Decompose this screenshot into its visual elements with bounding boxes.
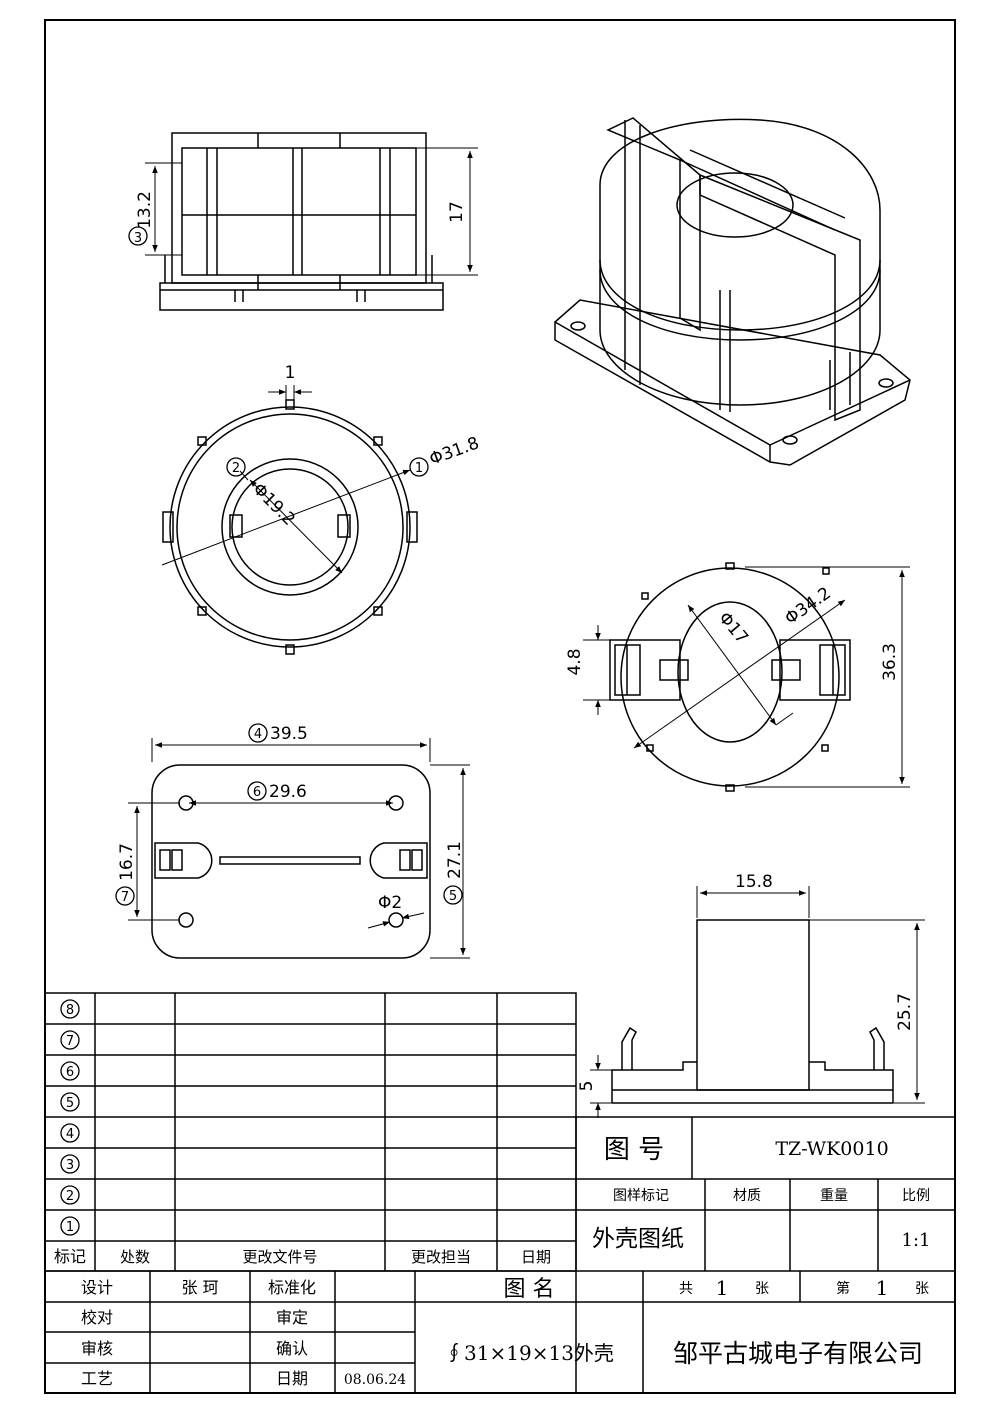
sample-mark-label: 图样标记: [613, 1188, 669, 1204]
marker-circle-5: [443, 885, 463, 905]
weight-label: 重量: [820, 1188, 848, 1204]
right-circle-dims: [583, 566, 910, 788]
date-value: 08.06.24: [344, 1372, 406, 1388]
total-label: 共: [679, 1281, 693, 1297]
dim-5: 5: [577, 1081, 597, 1092]
drawing-type: 外壳图纸: [592, 1226, 684, 1252]
designer: 张 珂: [181, 1278, 218, 1297]
title-block: [45, 1116, 955, 1393]
marker-6: 6: [253, 785, 261, 800]
marker-circle-7: [115, 886, 135, 906]
rev-marker-3: 3: [66, 1158, 74, 1173]
check-label: 校对: [81, 1308, 113, 1327]
rev-marker-8: 8: [66, 1003, 74, 1018]
marker-circle-3: [128, 226, 148, 246]
review-label: 审核: [81, 1339, 113, 1358]
dim-17: 17: [447, 201, 467, 223]
marker-4: 4: [254, 727, 262, 742]
marker-7: 7: [121, 890, 129, 905]
confirm-label: 确认: [276, 1339, 308, 1358]
sheet-unit: 张: [915, 1281, 929, 1297]
drawing-no: TZ-WK0010: [775, 1138, 888, 1160]
date-label: 日期: [276, 1369, 308, 1388]
top-view-dims: [161, 385, 411, 574]
dim-13-2: 13.2: [135, 191, 155, 229]
scale-label: 比例: [902, 1188, 930, 1204]
part-name: ∮31×19×13外壳: [444, 1341, 614, 1365]
dimension-17: [416, 147, 478, 276]
side-view-top-left: [159, 132, 444, 311]
sheet-label: 第: [836, 1280, 850, 1297]
total-unit: 张: [755, 1281, 769, 1297]
top-view-circle: [162, 399, 418, 655]
dim-39-5: 39.5: [270, 724, 308, 744]
rev-col-person: 更改担当: [411, 1248, 471, 1266]
revision-markers: [60, 999, 80, 1236]
process-label: 工艺: [81, 1369, 113, 1388]
dim-phi-2: Φ2: [378, 893, 402, 913]
rev-marker-2: 2: [66, 1189, 74, 1204]
rev-marker-7: 7: [66, 1034, 74, 1049]
marker-1: 1: [415, 461, 423, 476]
marker-circle-2: [226, 457, 246, 477]
name-label: 图 名: [504, 1277, 555, 1302]
dim-34-2: Φ34.2: [781, 583, 834, 629]
dim-4-8: 4.8: [565, 648, 585, 675]
dim-16-7: 16.7: [117, 843, 137, 881]
dim-1: 1: [285, 363, 296, 383]
marker-circle-4: [248, 723, 268, 743]
rev-marker-6: 6: [66, 1065, 74, 1080]
drawing-no-label: 图 号: [604, 1135, 664, 1165]
rev-col-doc: 更改文件号: [242, 1248, 317, 1266]
company-name: 邹平古城电子有限公司: [673, 1339, 923, 1368]
rev-col-date: 日期: [521, 1248, 551, 1266]
section-dims: [590, 886, 925, 1118]
total-sheets: 1: [716, 1276, 729, 1300]
marker-2: 2: [232, 461, 240, 476]
material-label: 材质: [733, 1188, 761, 1204]
section-view: [611, 919, 894, 1104]
isometric-view: [554, 117, 911, 466]
marker-circle-6: [247, 781, 267, 801]
dim-25-7: 25.7: [895, 993, 915, 1031]
rev-col-count: 处数: [120, 1248, 150, 1266]
sheet-number: 1: [876, 1276, 889, 1300]
dim-36-3: 36.3: [880, 643, 900, 681]
dim-27-1: 27.1: [445, 841, 465, 879]
marker-5: 5: [449, 889, 457, 904]
rev-marker-1: 1: [66, 1220, 74, 1235]
marker-circle-1: [409, 457, 429, 477]
sheet-border: [44, 19, 956, 1394]
rev-marker-5: 5: [66, 1096, 74, 1111]
dim-29-6: 29.6: [269, 782, 307, 802]
dim-31-8: Φ31.8: [427, 433, 482, 469]
dim-17-dia: Φ17: [714, 608, 752, 648]
scale-value: 1:1: [902, 1230, 931, 1251]
dim-15-8: 15.8: [735, 872, 773, 892]
revision-table: [44, 992, 577, 1272]
marker-3: 3: [134, 231, 142, 246]
rev-marker-4: 4: [66, 1127, 74, 1142]
base-plate-dims: [128, 738, 470, 959]
design-label: 设计: [81, 1278, 113, 1297]
approve-label: 审定: [276, 1308, 308, 1327]
rev-col-mark: 标记: [54, 1247, 86, 1266]
standard-label: 标准化: [268, 1278, 316, 1297]
dimension-13-2: [145, 162, 182, 256]
